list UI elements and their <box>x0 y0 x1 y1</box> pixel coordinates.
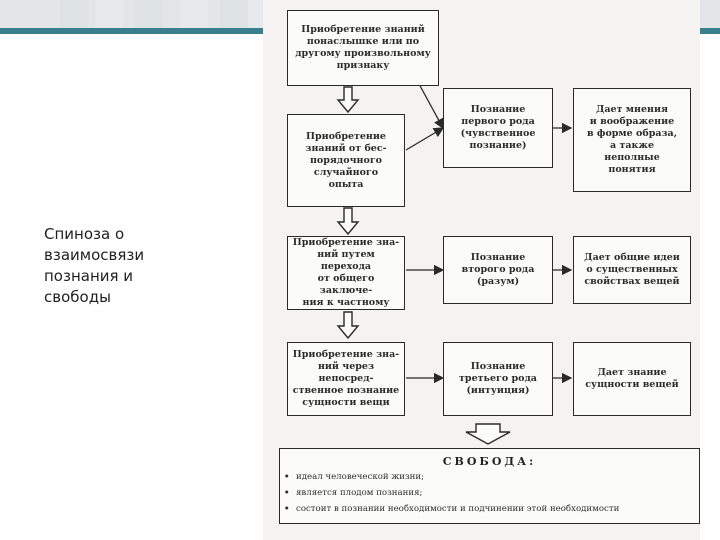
diagram-arrows <box>336 59 573 445</box>
freedom-list: •идеал человеческой жизни; •является пло… <box>284 469 619 517</box>
header-bar-segment <box>220 0 248 28</box>
knowledge-third-kind: Познание третьего рода (интуиция) <box>443 342 553 416</box>
acquisition-random-experience: Приобретение знаний от бес- порядочного … <box>287 114 405 207</box>
header-bar-segment <box>95 0 123 28</box>
header-bar-segment <box>180 0 208 28</box>
header-bar-gray <box>0 0 263 28</box>
result-general-ideas: Дает общие идеи о существенных свойствах… <box>573 236 691 304</box>
freedom-box: СВОБОДА: •идеал человеческой жизни; •явл… <box>279 448 700 524</box>
down-arrow-3 <box>336 311 360 340</box>
scanned-diagram: Приобретение знаний понаслышке или по др… <box>263 0 700 540</box>
freedom-title: СВОБОДА: <box>442 455 537 468</box>
freedom-item: •идеал человеческой жизни; <box>284 472 424 482</box>
down-arrow-1 <box>336 86 360 114</box>
header-bar-accent <box>0 28 263 34</box>
freedom-item: •состоит в познании необходимости и подч… <box>284 504 620 514</box>
acquisition-direct: Приобретение зна- ний через непосред- ст… <box>287 342 405 416</box>
result-opinions: Дает мнения и воображение в форме образа… <box>573 88 691 192</box>
acquisition-hearsay: Приобретение знаний понаслышке или по др… <box>287 10 439 86</box>
acquisition-deduction: Приобретение зна- ний путем перехода от … <box>287 236 405 310</box>
freedom-item: •является плодом познания; <box>284 488 423 498</box>
down-arrow-freedom <box>465 423 511 445</box>
header-bar-segment <box>60 0 88 28</box>
header-bar-gray-right <box>700 0 720 28</box>
knowledge-first-kind: Познание первого рода (чувственное позна… <box>443 88 553 168</box>
arrow-second-to-first-kind <box>405 127 445 151</box>
header-bar-accent-right <box>700 28 720 34</box>
header-bar-segment <box>135 0 163 28</box>
slide-title: Спиноза о взаимосвязи познания и свободы <box>44 225 145 306</box>
result-essence: Дает знание сущности вещей <box>573 342 691 416</box>
down-arrow-2 <box>336 207 360 236</box>
knowledge-second-kind: Познание второго рода (разум) <box>443 236 553 304</box>
